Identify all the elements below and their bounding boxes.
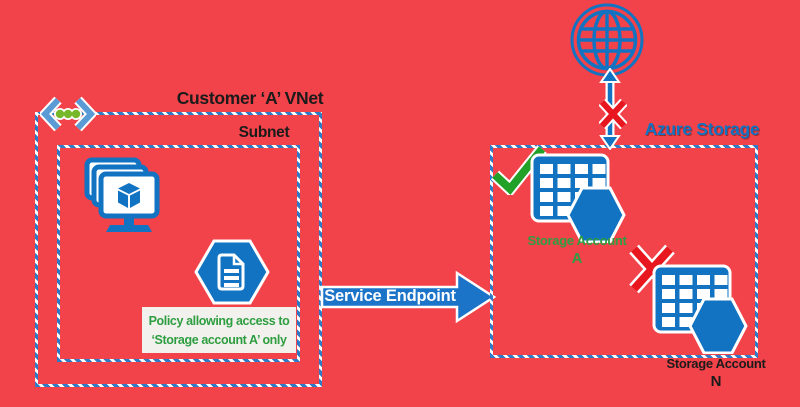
azure-storage-title: Azure Storage (644, 119, 760, 139)
vnet-title: Customer ‘A’ VNet (176, 88, 324, 108)
subnet-label: Subnet (238, 124, 290, 141)
policy-document-hexagon-icon (194, 239, 270, 305)
storage-account-n-icon (652, 264, 748, 354)
storage-account-a-icon (530, 153, 626, 243)
vnet-chevrons-dots-icon (40, 96, 96, 132)
storage-account-a-letter: A (571, 250, 583, 267)
policy-note: Policy allowing access to ‘Storage accou… (142, 307, 296, 353)
virtual-machines-icon (84, 157, 160, 232)
storage-account-a-label: Storage Account (527, 233, 627, 248)
policy-note-line2: ‘Storage account A’ only (151, 333, 287, 348)
bidirectional-arrow-icon (599, 68, 621, 150)
service-endpoint-label: Service Endpoint (324, 287, 456, 305)
storage-account-n-label: Storage Account (666, 356, 766, 371)
internet-globe-icon (570, 3, 644, 77)
storage-account-n-letter: N (710, 373, 722, 390)
internet-blocked-cross-icon (599, 99, 627, 129)
policy-note-line1: Policy allowing access to (148, 314, 290, 328)
service-endpoint-arrow (320, 270, 497, 324)
